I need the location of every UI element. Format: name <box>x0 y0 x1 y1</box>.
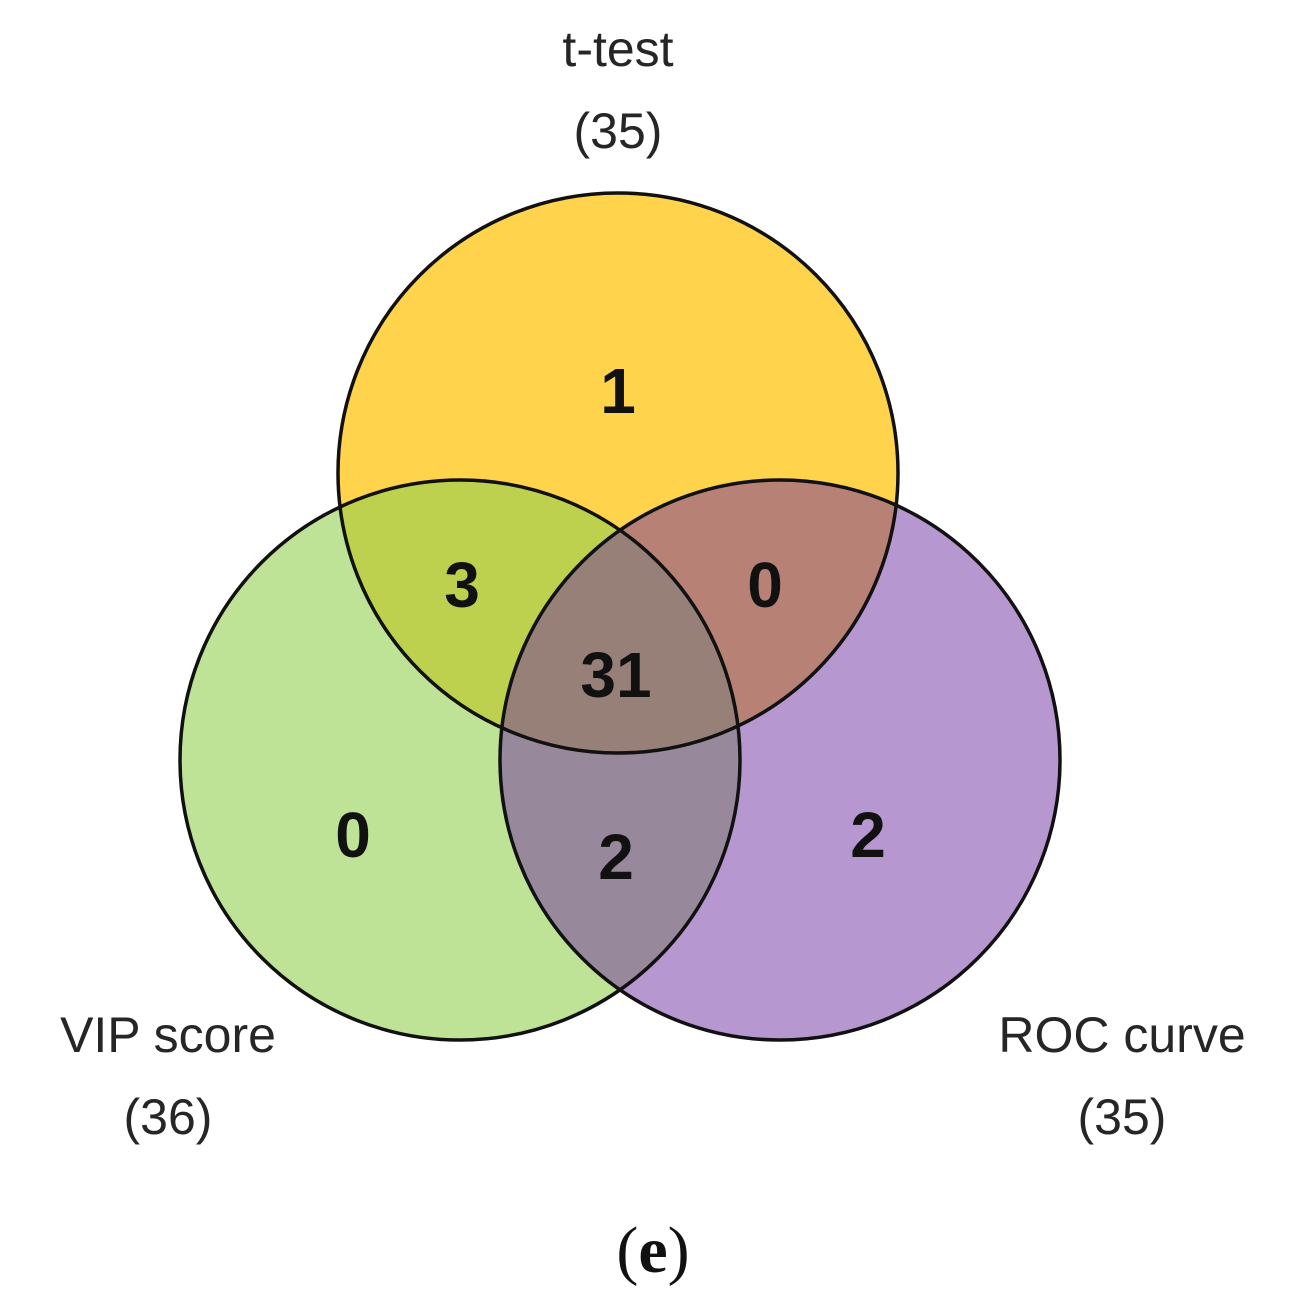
count-roc-only: 2 <box>850 799 886 871</box>
venn-outlines <box>178 191 1062 1042</box>
panel-label: (e) <box>616 1214 689 1287</box>
venn-fills <box>180 193 1060 1040</box>
count-vip-roc: 2 <box>598 821 634 893</box>
label-roc-total: (35) <box>1078 1089 1167 1145</box>
count-ttest-only: 1 <box>600 355 636 427</box>
circle-roc-fill <box>500 480 1060 1040</box>
label-vip-name: VIP score <box>60 1007 276 1063</box>
label-ttest-name: t-test <box>562 21 673 77</box>
label-ttest-total: (35) <box>574 103 663 159</box>
circle-vip-outline <box>178 478 742 1042</box>
label-vip-total: (36) <box>124 1089 213 1145</box>
count-ttest-roc: 0 <box>747 549 783 621</box>
panel-label-close: ) <box>668 1214 690 1287</box>
count-vip-only: 0 <box>335 799 371 871</box>
panel-label-open: ( <box>616 1214 638 1287</box>
count-all: 31 <box>580 639 651 711</box>
panel-label-letter: e <box>638 1214 667 1287</box>
circle-ttest-outline <box>336 191 900 755</box>
count-ttest-vip: 3 <box>444 549 480 621</box>
label-roc-name: ROC curve <box>998 1007 1245 1063</box>
circle-roc-outline <box>498 478 1062 1042</box>
